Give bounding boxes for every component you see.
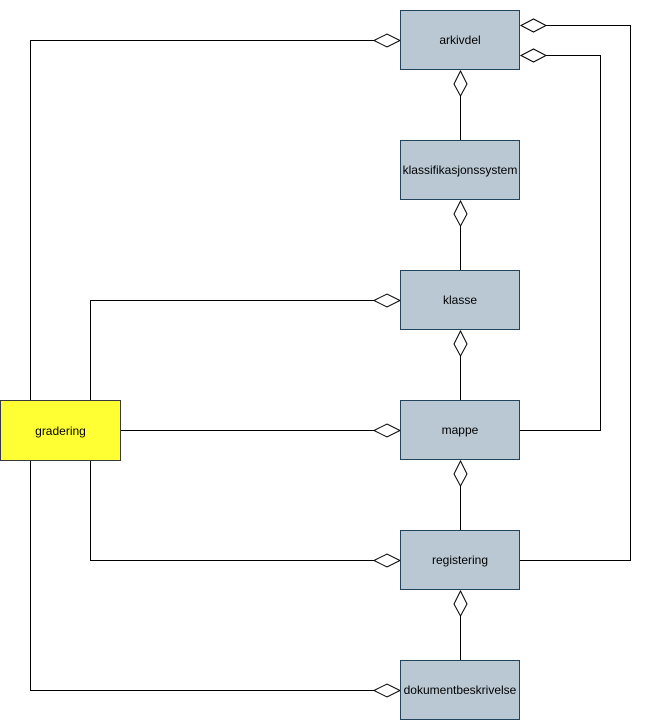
aggregation-diamond-klasse-bottom [453,329,468,358]
node-label: arkivdel [439,33,481,47]
edge-registering-arkivdel [520,25,631,561]
node-label: gradering [35,423,86,438]
aggregation-diamond-mappe-bottom [453,459,468,488]
node-klasse[interactable]: klasse [400,270,520,330]
edge-gradering-klasse [90,300,374,400]
aggregation-diamond-klassifikasjonssystem-bottom [453,199,468,228]
node-registering[interactable]: registering [400,530,520,590]
aggregation-diamond-mappe-left [372,423,402,438]
edge-gradering-dokumentbeskrivelse [30,461,374,691]
node-arkivdel[interactable]: arkivdel [400,10,520,70]
aggregation-diamond-registering-bottom [453,589,468,618]
aggregation-diamond-arkivdel-right-top [519,18,548,33]
node-klassifikasjonssystem[interactable]: klassifikasjonssystem [400,140,520,200]
edge-mappe-arkivdel [520,55,601,431]
aggregation-diamond-registering-left [372,553,402,568]
edge-gradering-arkivdel [30,40,374,400]
node-mappe[interactable]: mappe [400,400,520,460]
node-label: registering [431,553,489,567]
aggregation-diamond-arkivdel-right-bottom [519,48,548,63]
aggregation-diamond-arkivdel-left [372,33,402,48]
node-gradering[interactable]: gradering [0,400,121,461]
node-label: klasse [442,293,477,307]
aggregation-diamond-klasse-left [372,293,402,308]
node-label: mappe [441,423,479,437]
node-label: klassifikasjonssystem [402,163,518,177]
edge-gradering-registering [90,461,374,561]
node-dokumentbeskrivelse[interactable]: dokumentbeskrivelse [400,660,520,720]
aggregation-diamond-dokumentbeskrivelse-left [372,683,402,698]
aggregation-diamond-arkivdel-bottom [453,69,468,98]
node-label: dokumentbeskrivelse [403,683,517,697]
